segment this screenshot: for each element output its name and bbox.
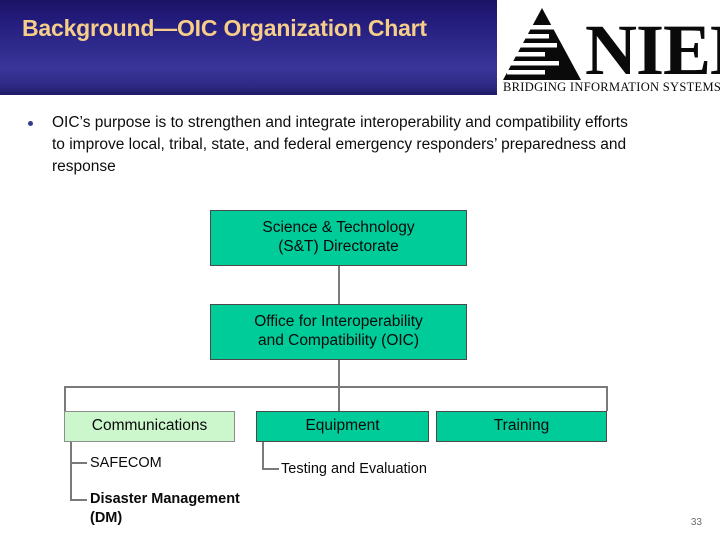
org-node-science-technology-line1: Science & Technology xyxy=(262,219,415,237)
connector-horizontal-bus xyxy=(64,386,608,388)
org-node-communications[interactable]: Communications xyxy=(64,411,235,442)
connector-equipment-spine xyxy=(262,442,264,469)
org-leaf-disaster-management[interactable]: Disaster Management (DM) xyxy=(90,491,240,527)
org-chart: Science & Technology (S&T) Directorate O… xyxy=(0,196,720,526)
connector-disaster-management-stub xyxy=(70,499,87,501)
bullet-text: OIC’s purpose is to strengthen and integ… xyxy=(52,114,628,175)
connector-oic-to-bus xyxy=(338,360,340,411)
svg-text:BRIDGING INFORMATION SYSTEMS: BRIDGING INFORMATION SYSTEMS xyxy=(503,80,720,94)
org-node-oic[interactable]: Office for Interoperability and Compatib… xyxy=(210,304,467,360)
org-node-science-technology-line2: (S&T) Directorate xyxy=(278,238,399,255)
connector-drop-training xyxy=(606,386,608,411)
org-node-oic-line2: and Compatibility (OIC) xyxy=(257,332,420,349)
bullet-dot-icon xyxy=(28,121,33,126)
page-number: 33 xyxy=(690,517,702,528)
org-node-training[interactable]: Training xyxy=(436,411,607,442)
connector-safecom-stub xyxy=(70,462,87,464)
niem-pyramid-icon: NIEM BRIDGING INFORMATION SYSTEMS xyxy=(503,8,720,94)
org-node-science-technology[interactable]: Science & Technology (S&T) Directorate xyxy=(210,210,467,266)
org-node-equipment[interactable]: Equipment xyxy=(256,411,429,442)
connector-testing-evaluation-stub xyxy=(262,468,279,470)
niem-logo: NIEM BRIDGING INFORMATION SYSTEMS xyxy=(497,0,720,95)
page-title: Background—OIC Organization Chart xyxy=(22,15,427,41)
bullet-list-item: OIC’s purpose is to strengthen and integ… xyxy=(28,112,668,178)
org-node-oic-line1: Office for Interoperability xyxy=(254,313,423,331)
org-leaf-testing-and-evaluation[interactable]: Testing and Evaluation xyxy=(281,461,427,477)
connector-drop-communications xyxy=(64,386,66,411)
svg-text:NIEM: NIEM xyxy=(585,10,720,90)
org-leaf-safecom[interactable]: SAFECOM xyxy=(90,455,162,471)
connector-st-to-oic xyxy=(338,266,340,304)
connector-communications-spine xyxy=(70,442,72,500)
